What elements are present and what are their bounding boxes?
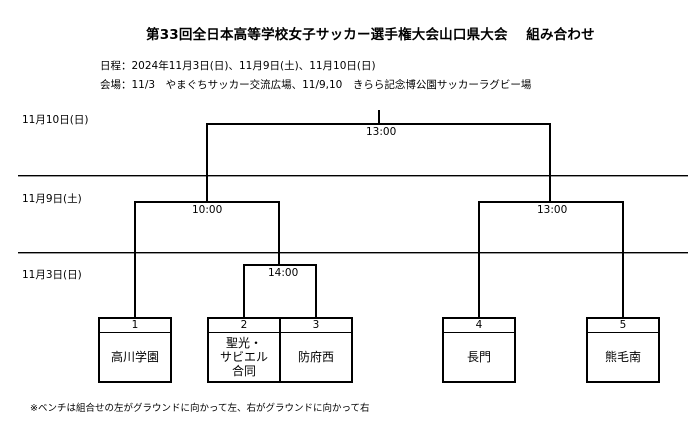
semifinal-left-drop [278,201,280,265]
team-box-4: 4 長門 [442,317,516,383]
team-seed: 5 [588,319,658,333]
team-seed: 1 [100,319,170,333]
round-label-semifinal: 11月9日(土) [22,193,82,205]
final-left-drop [206,123,208,202]
champion-line [378,110,380,124]
semifinal-right-connector [478,201,624,203]
team-seed: 4 [444,319,514,333]
page-title: 第33回全日本高等学校女子サッカー選手権大会山口県大会 組み合わせ [146,27,595,43]
team-box-1: 1 高川学園 [98,317,172,383]
first-round-connector [243,264,317,266]
semifinal-left-connector [134,201,280,203]
time-final: 13:00 [364,126,399,138]
venue-info: 会場：11/3 やまぐちサッカー交流広場、11/9,10 きらら記念博公園サッカ… [100,79,532,91]
schedule-dates: 日程：2024年11月3日(日)、11月9日(土)、11月10日(日) [100,60,376,72]
team4-line [478,201,480,318]
team-name: 防府西 [297,350,334,364]
team-name: 長門 [466,350,491,364]
time-semifinal-right: 13:00 [535,204,570,216]
team5-line [622,201,624,318]
bench-note: ※ベンチは組合せの左がグラウンドに向かって左、右がグラウンドに向かって右 [30,403,370,414]
final-right-drop [549,123,551,202]
team-box-5: 5 熊毛南 [586,317,660,383]
team-box-3: 3 防府西 [279,317,353,383]
team1-line [134,201,136,318]
time-semifinal-left: 10:00 [190,204,225,216]
team-box-2: 2 聖光・ サビエル 合同 [207,317,281,383]
team2-line [243,264,245,318]
round-label-first: 11月3日(日) [22,269,82,281]
round-divider-semifinal [18,252,688,253]
round-label-final: 11月10日(日) [22,114,89,126]
final-connector [206,123,551,125]
team3-line [315,264,317,318]
team-seed: 2 [209,319,279,333]
team-name: 熊毛南 [604,350,641,364]
team-name: 聖光・ サビエル 合同 [219,336,268,378]
time-first-round: 14:00 [266,267,301,279]
team-name: 高川学園 [110,350,159,364]
team-seed: 3 [281,319,351,333]
round-divider-final [18,175,688,176]
